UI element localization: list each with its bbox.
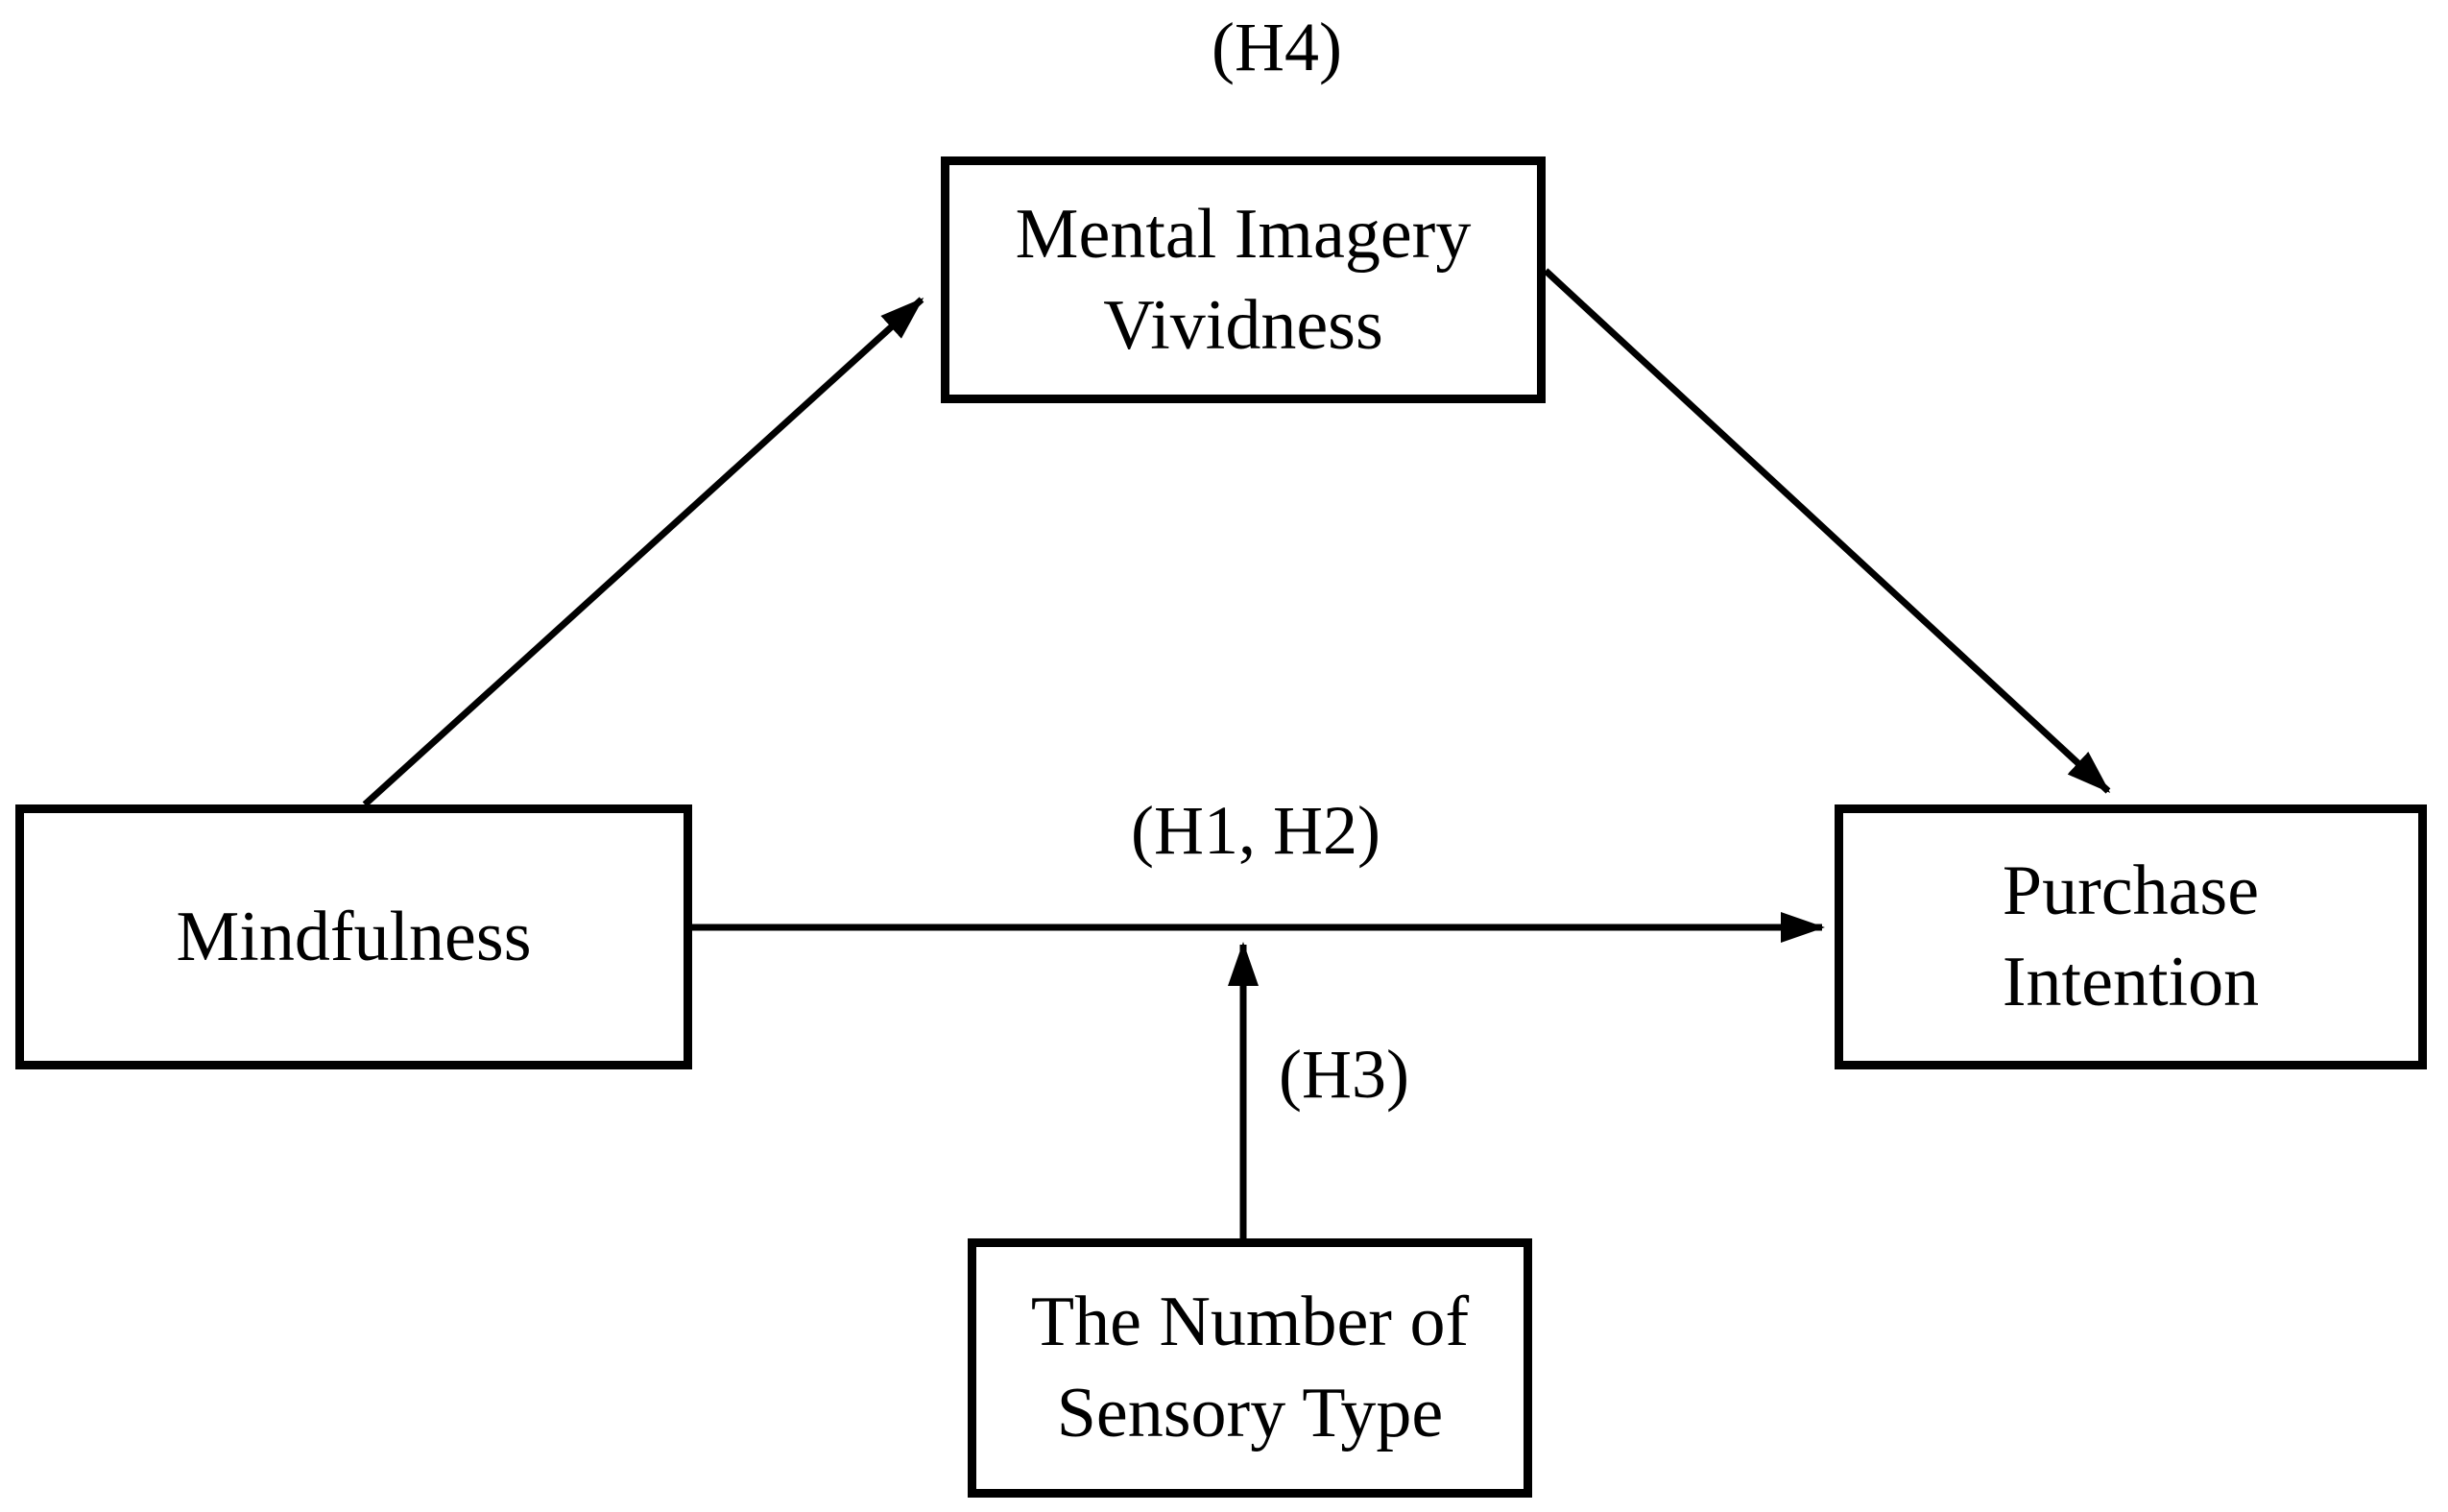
arrow-mediator-to-dependent bbox=[1543, 268, 2111, 794]
node-number-of-sensory-type-line1: The Number of bbox=[1030, 1283, 1470, 1362]
hypothesis-label-h1-h2: (H1, H2) bbox=[1131, 792, 1380, 869]
node-number-of-sensory-type: The Number of Sensory Type bbox=[968, 1238, 1532, 1498]
node-number-of-sensory-type-line2: Sensory Type bbox=[1056, 1374, 1444, 1452]
node-mindfulness: Mindfulness bbox=[15, 804, 692, 1069]
node-mental-imagery-vividness-line1: Mental Imagery bbox=[1015, 194, 1472, 274]
node-mental-imagery-vividness-line2: Vividness bbox=[1103, 285, 1383, 365]
node-mindfulness-line1: Mindfulness bbox=[176, 897, 532, 976]
hypothesis-label-h3: (H3) bbox=[1279, 1036, 1409, 1113]
node-purchase-intention-line2: Intention bbox=[2002, 943, 2260, 1021]
node-purchase-intention-line1: Purchase bbox=[2002, 852, 2260, 931]
node-purchase-intention: Purchase Intention bbox=[1835, 804, 2427, 1069]
arrow-mindfulness-to-mediator bbox=[362, 297, 924, 807]
node-mental-imagery-vividness: Mental Imagery Vividness bbox=[941, 156, 1546, 403]
hypothesis-label-h4: (H4) bbox=[1212, 9, 1342, 85]
